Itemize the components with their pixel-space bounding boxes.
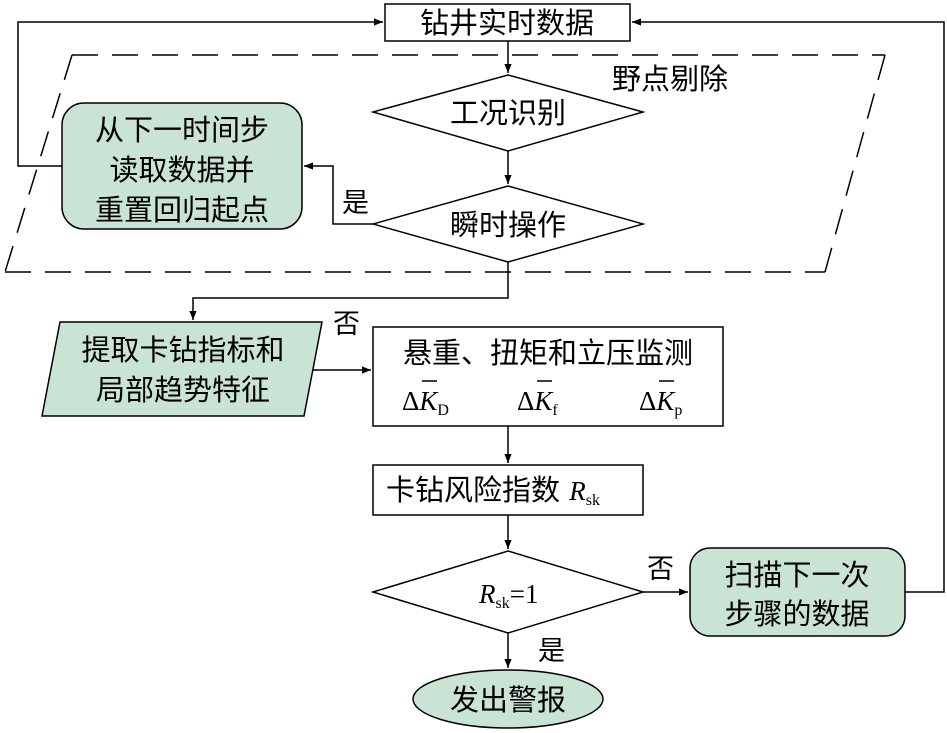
decision-no-label: 否 xyxy=(647,554,674,585)
extract-line-2: 局部趋势特征 xyxy=(96,373,270,407)
risk-decision-diamond xyxy=(370,550,646,634)
monitoring-title: 悬重、扭矩和立压监测 xyxy=(403,336,693,370)
decision-yes-label: 是 xyxy=(538,636,565,667)
transient-operation-label: 瞬时操作 xyxy=(450,208,566,242)
risk-index-label: 卡钻风险指数 Rsk xyxy=(386,473,600,509)
edge-scan-loop xyxy=(632,18,945,593)
transient-no-label: 否 xyxy=(333,309,360,340)
reread-line-1: 从下一时间步 xyxy=(95,113,269,147)
delta-k-p: ΔKp xyxy=(639,380,682,419)
delta-k-f: ΔKf xyxy=(517,380,558,419)
edge-transient-yes xyxy=(304,162,373,225)
outlier-removal-label: 野点剔除 xyxy=(612,62,728,96)
extract-features-box xyxy=(41,321,323,417)
outlier-removal-region xyxy=(4,54,886,273)
scan-line-1: 扫描下一次 xyxy=(724,558,869,592)
realtime-data-box xyxy=(384,3,631,42)
extract-line-1: 提取卡钻指标和 xyxy=(81,333,284,367)
risk-index-box xyxy=(372,464,644,516)
risk-decision-label: Rsk=1 xyxy=(478,579,538,612)
transient-yes-label: 是 xyxy=(342,188,369,219)
alarm-ellipse xyxy=(412,669,604,729)
connectors xyxy=(17,18,945,668)
alarm-label: 发出警报 xyxy=(450,683,566,717)
reread-line-3: 重置回归起点 xyxy=(95,193,269,227)
scan-line-2: 步骤的数据 xyxy=(724,597,869,631)
realtime-data-label: 钻井实时数据 xyxy=(420,6,594,40)
edge-reread-loop xyxy=(17,18,383,167)
monitoring-box xyxy=(372,326,724,427)
reread-line-2: 读取数据并 xyxy=(109,153,254,187)
svg-text:ΔKp: ΔKp xyxy=(639,386,682,419)
delta-k-d: ΔKD xyxy=(402,380,449,419)
condition-recognition-label: 工况识别 xyxy=(450,96,566,130)
svg-text:ΔKD: ΔKD xyxy=(402,386,449,419)
edge-transient-no xyxy=(189,262,509,320)
svg-text:ΔKf: ΔKf xyxy=(517,386,558,419)
